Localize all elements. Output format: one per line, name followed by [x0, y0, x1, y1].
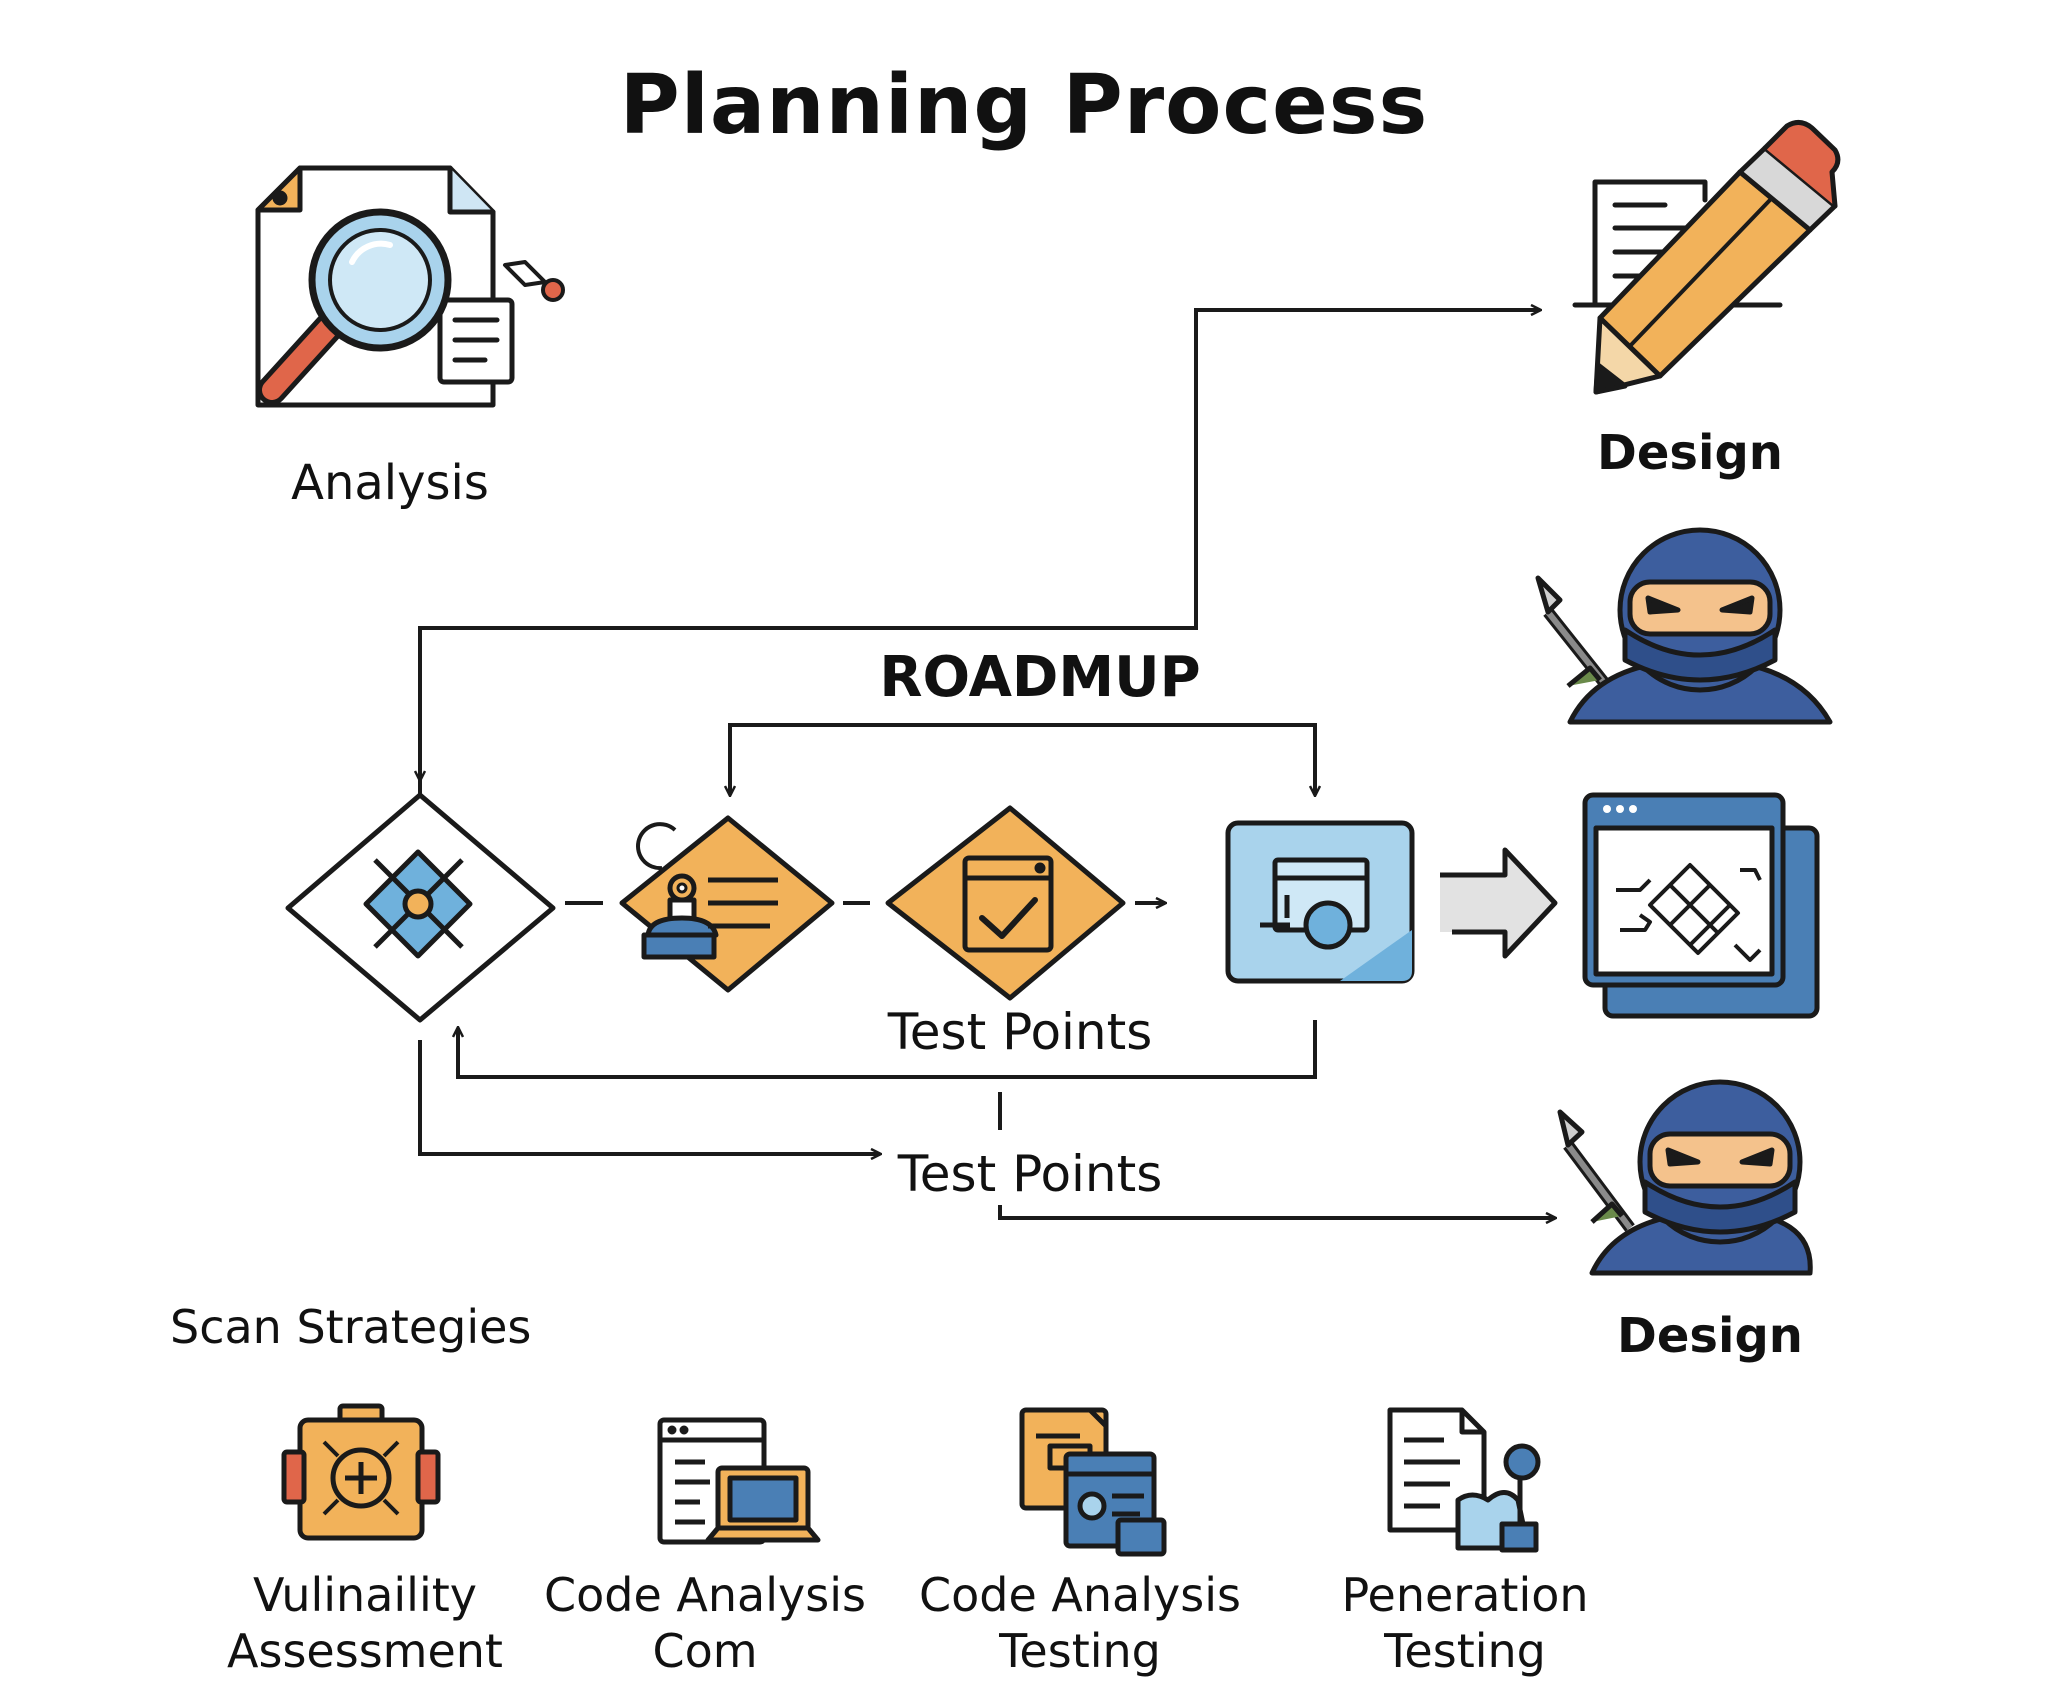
strategy-vulnerability-assessment: Vulinaility Assessment [200, 1567, 530, 1679]
strategy-code-analysis-com: Code Analysis Com [540, 1567, 870, 1679]
test-points-label: Test Points [887, 1003, 1153, 1061]
design-label-top: Design [1597, 425, 1783, 481]
blueprint-window-icon [1582, 792, 1820, 1019]
planning-diamond-node[interactable] [619, 815, 835, 993]
pentest-document-icon [1387, 1407, 1541, 1553]
roadmup-label: ROADMUP [879, 645, 1201, 710]
page-title: Planning Process [619, 58, 1429, 153]
connector-to-design [418, 310, 1540, 818]
strategy-label-line2: Com [652, 1624, 758, 1678]
strategy-label-line1: Vulinaility [252, 1568, 477, 1622]
strategy-label-line2: Testing [999, 1624, 1161, 1678]
review-square-node[interactable] [1225, 820, 1415, 984]
start-diamond-node[interactable] [285, 792, 556, 1023]
connector-to-ninja [998, 1205, 1555, 1218]
strategy-label-line1: Peneration [1341, 1568, 1589, 1622]
test-diamond-node[interactable] [885, 805, 1126, 1001]
code-files-icon [1019, 1407, 1167, 1557]
analysis-label: Analysis [291, 455, 489, 511]
strategy-label-line2: Testing [1384, 1624, 1546, 1678]
connector-to-test-points [418, 1040, 880, 1154]
strategy-label-line1: Code Analysis [919, 1568, 1241, 1622]
strategy-code-analysis-testing: Code Analysis Testing [915, 1567, 1245, 1679]
design-label-bottom: Design [1617, 1308, 1803, 1364]
flow-connectors [420, 310, 1555, 1218]
test-points-label-secondary: Test Points [897, 1145, 1163, 1203]
scan-strategies-heading: Scan Strategies [170, 1300, 532, 1354]
ninja-icon [1535, 527, 1833, 725]
ninja-icon [1557, 1079, 1813, 1276]
code-window-icon [657, 1417, 821, 1545]
toolbox-icon [281, 1403, 441, 1541]
design-pencil-icon [1572, 120, 1841, 395]
strategy-label-line2: Assessment [227, 1624, 503, 1678]
block-arrow-icon [1440, 847, 1558, 959]
analysis-icon [255, 165, 565, 408]
strategy-label-line1: Code Analysis [544, 1568, 866, 1622]
roadmup-loop [728, 723, 1317, 792]
strategy-penetration-testing: Peneration Testing [1300, 1567, 1630, 1679]
